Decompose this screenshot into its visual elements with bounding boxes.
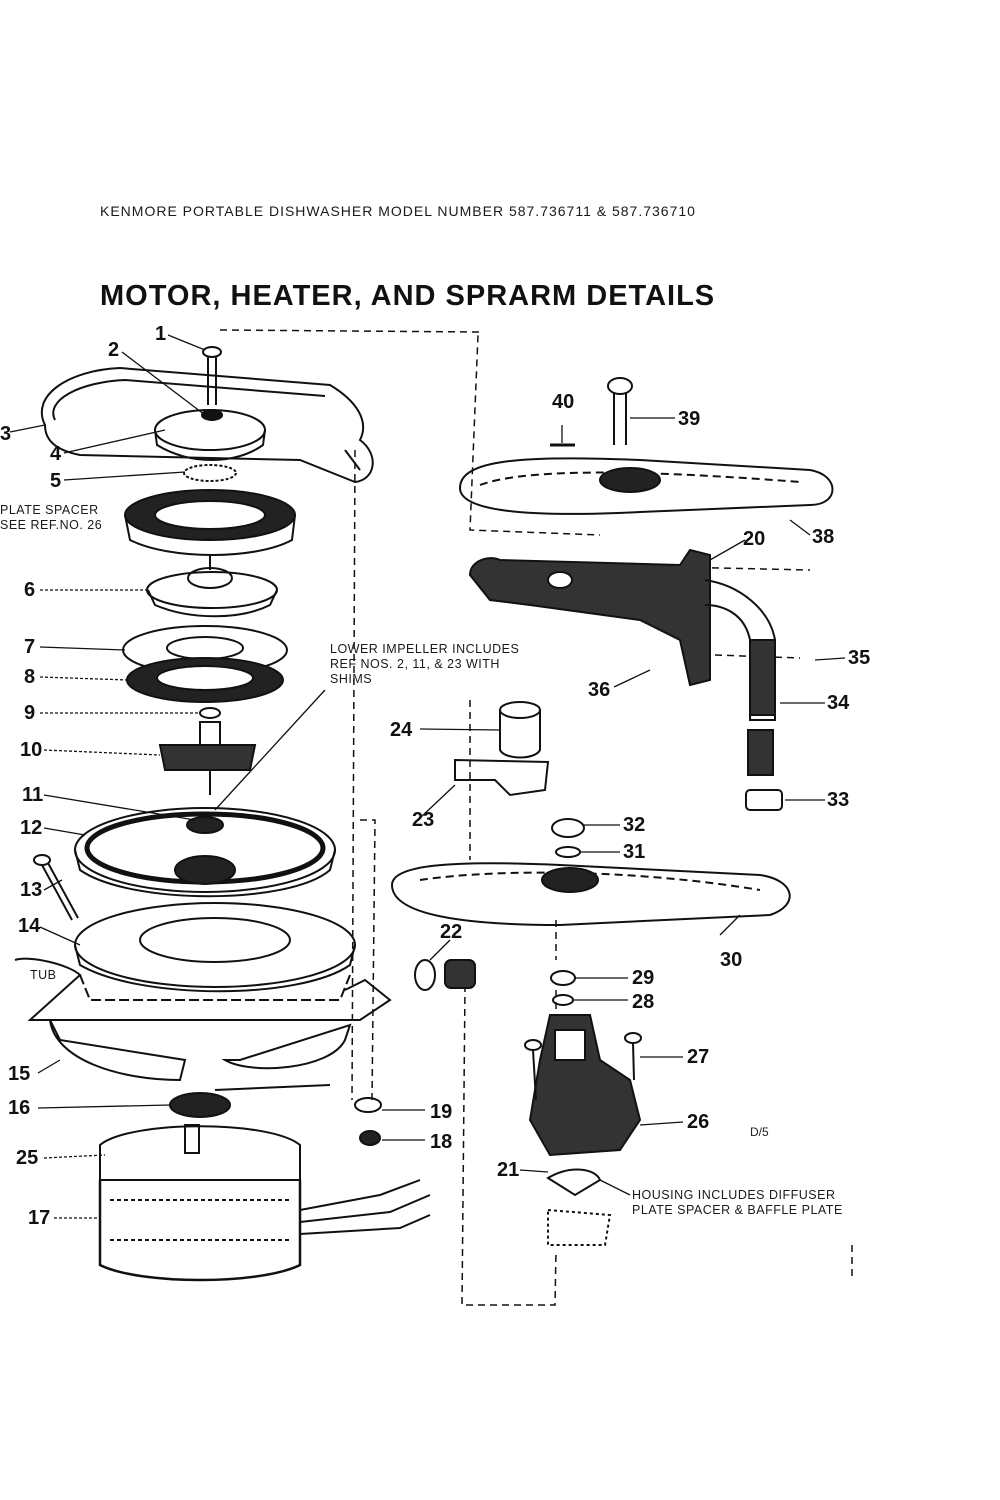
callout-1: 1	[155, 323, 167, 345]
impeller-plate-part-4	[154, 409, 266, 461]
motor-part-17	[98, 1124, 431, 1282]
grommet-part-19	[354, 1097, 382, 1113]
nut-part-29	[550, 970, 576, 986]
callout-13: 13	[20, 879, 43, 901]
assembly-guide-lines	[219, 329, 853, 1306]
callout-33: 33	[827, 789, 850, 811]
clip-part-9	[199, 707, 221, 719]
callout-29: 29	[632, 967, 655, 989]
screw-part-27	[524, 1032, 642, 1101]
note-housing: HOUSING INCLUDES DIFFUSER PLATE SPACER &…	[632, 1188, 843, 1217]
page-title: MOTOR, HEATER, AND SPRARM DETAILS	[100, 280, 716, 312]
washer-part-31	[555, 846, 581, 858]
callout-8: 8	[24, 666, 36, 688]
gear-part-5	[183, 464, 237, 482]
callout-20: 20	[743, 528, 766, 550]
callout-35: 35	[848, 647, 871, 669]
pump-base-part-12	[74, 807, 336, 898]
callout-24: 24	[390, 719, 413, 741]
tub-section	[14, 957, 392, 1021]
callout-32: 32	[623, 814, 646, 836]
note-tub: TUB	[30, 968, 57, 982]
callout-36: 36	[588, 679, 611, 701]
callout-2: 2	[108, 339, 120, 361]
callout-4: 4	[50, 443, 62, 465]
screw-part-13	[33, 854, 79, 921]
model-header: KENMORE PORTABLE DISHWASHER MODEL NUMBER…	[100, 203, 696, 219]
bolt-part-1	[202, 346, 222, 405]
callout-21: 21	[497, 1159, 520, 1181]
callout-26: 26	[687, 1111, 710, 1133]
coupling-part-16	[169, 1092, 231, 1118]
tube-part-34	[749, 639, 776, 716]
plate-spacer	[124, 489, 296, 570]
lower-spray-arm-part-30	[390, 862, 791, 927]
callout-16: 16	[8, 1097, 31, 1119]
filter-part-33	[745, 729, 783, 811]
callout-6: 6	[24, 579, 36, 601]
pump-housing-part-26	[528, 1014, 642, 1157]
callout-34: 34	[827, 692, 850, 714]
callout-7: 7	[24, 636, 36, 658]
callout-14: 14	[18, 915, 41, 937]
sump-part-14	[74, 902, 356, 1001]
heater-element-part-3	[40, 366, 374, 484]
callout-17: 17	[28, 1207, 51, 1229]
callout-25: 25	[16, 1147, 39, 1169]
clip-part-22	[414, 959, 476, 991]
page-code: D/5	[750, 1125, 769, 1139]
bearing-part-24	[499, 701, 541, 759]
callout-12: 12	[20, 817, 43, 839]
callout-38: 38	[812, 526, 835, 548]
callout-15: 15	[8, 1063, 31, 1085]
callout-39: 39	[678, 408, 701, 430]
note-lower-impeller: LOWER IMPELLER INCLUDES REF NOS. 2, 11, …	[330, 642, 520, 686]
washer-part-28	[552, 994, 574, 1006]
bracket-part-23	[454, 758, 550, 797]
callout-9: 9	[24, 702, 36, 724]
feed-tube-part-20	[468, 548, 776, 721]
callout-28: 28	[632, 991, 655, 1013]
callout-3: 3	[0, 423, 12, 445]
callout-31: 31	[623, 841, 646, 863]
callout-5: 5	[50, 470, 62, 492]
impeller-part-10	[158, 721, 257, 795]
callout-30: 30	[720, 949, 743, 971]
callout-10: 10	[20, 739, 43, 761]
callout-22: 22	[440, 921, 463, 943]
note-plate-spacer: PLATE SPACER SEE REF.NO. 26	[0, 503, 103, 532]
nut-part-18	[359, 1130, 381, 1146]
callout-18: 18	[430, 1131, 453, 1153]
spacer-part-6	[146, 567, 278, 618]
callout-11: 11	[22, 784, 44, 806]
mounting-ring-part-15	[49, 1019, 352, 1091]
nut-part-32	[551, 818, 585, 838]
spray-arm-screw-part-39	[607, 377, 633, 445]
upper-spray-arm-part-38	[458, 457, 834, 515]
callout-27: 27	[687, 1046, 710, 1068]
seal-part-8	[126, 657, 284, 703]
callout-23: 23	[412, 809, 435, 831]
leader-lines	[9, 334, 846, 1219]
callout-40: 40	[552, 391, 575, 413]
callout-19: 19	[430, 1101, 453, 1123]
